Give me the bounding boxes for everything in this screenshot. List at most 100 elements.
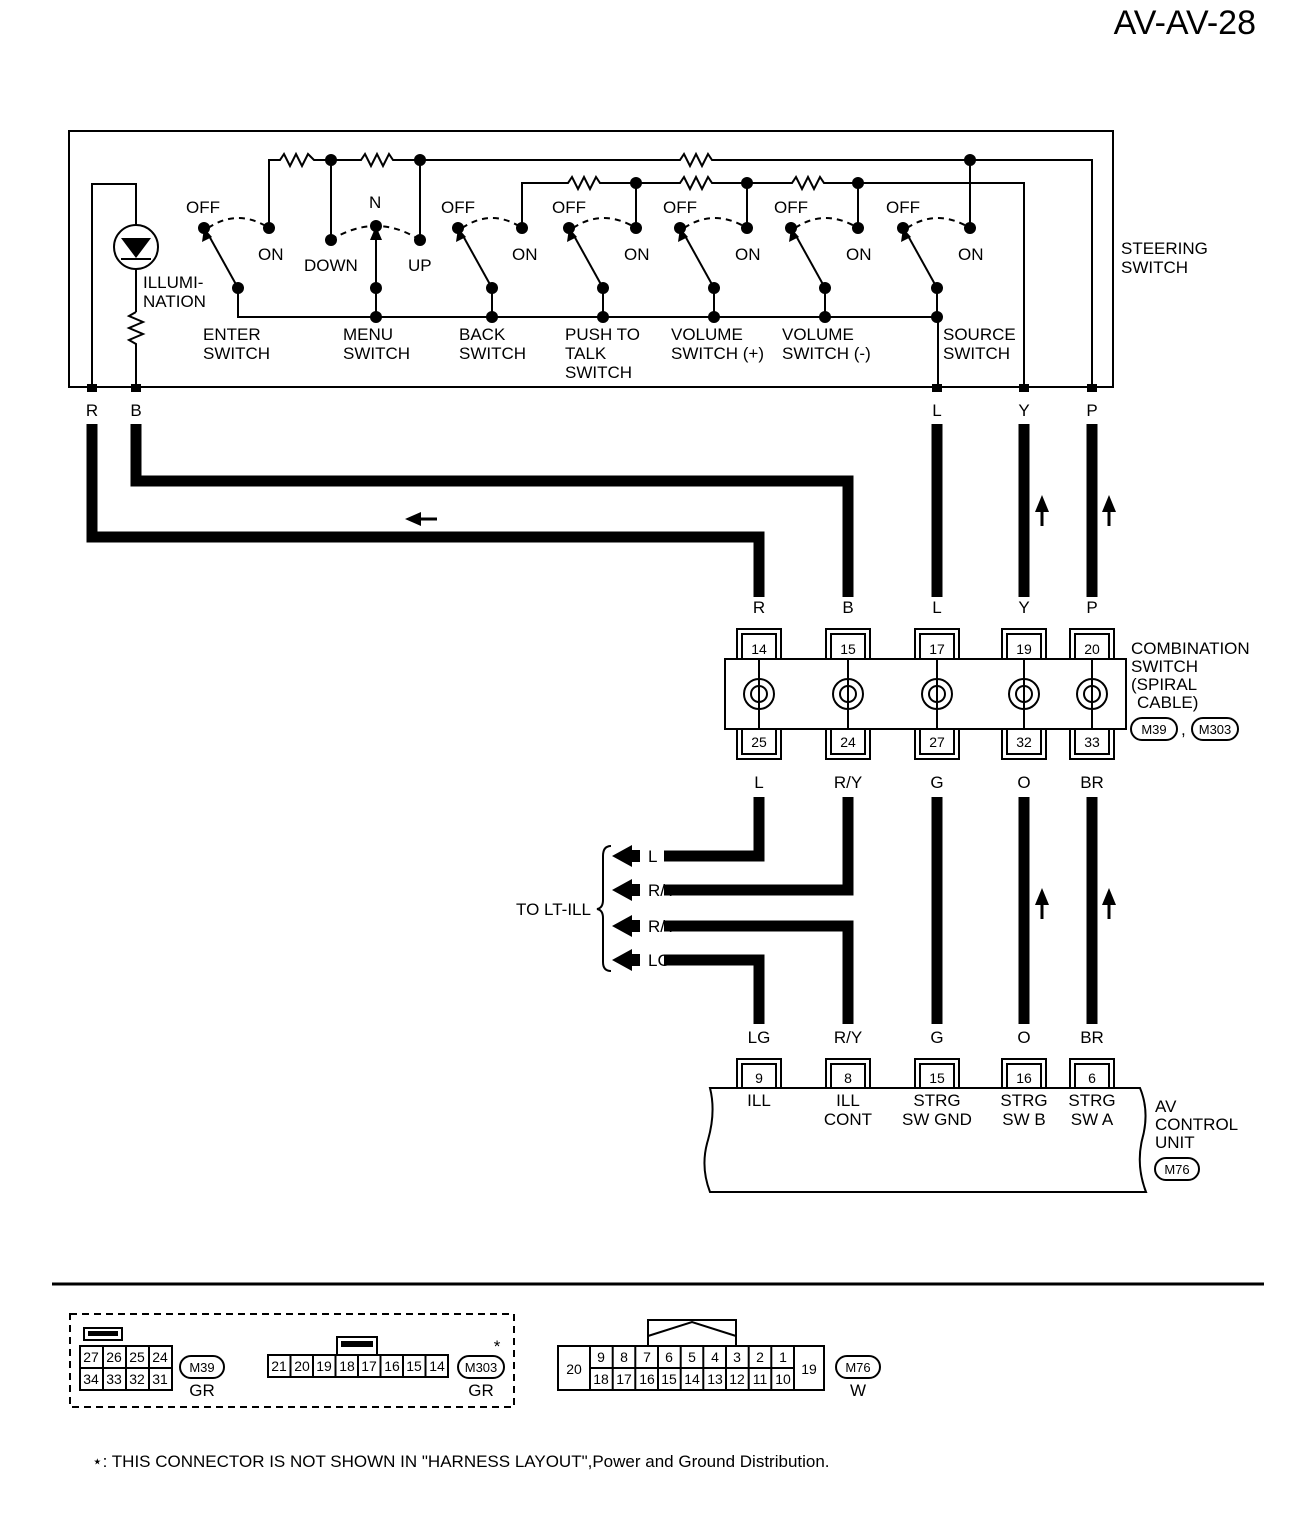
steering-switch-label-1: STEERING [1121,239,1208,258]
vol-down-on-label: ON [846,245,872,264]
lt-ill-arrow-icon [612,915,640,937]
ptt-switch-label-2: TALK [565,344,607,363]
menu-n-label: N [369,193,381,212]
m76-pin: 2 [756,1349,764,1365]
source-switch: OFF ON [886,198,984,323]
combo-pin-25: 25 [751,734,767,750]
enter-switch-label-1: ENTER [203,325,261,344]
back-off-label: OFF [441,198,475,217]
menu-switch-label-1: MENU [343,325,393,344]
switch-common-line [237,288,939,387]
combo-bottom-color-ry: R/Y [834,773,862,792]
m303-pin: 19 [316,1358,332,1374]
av-terminal-strg-gnd-2: SW GND [902,1110,972,1129]
dashed-connector-box [69,1313,515,1408]
m39-pin: 33 [106,1371,122,1387]
lt-ill-wire-l: L [648,847,657,866]
steering-switch-box [68,130,1114,388]
combo-pin-15: 15 [840,641,856,657]
menu-up-label: UP [408,256,432,275]
combo-pin-19: 19 [1016,641,1032,657]
combo-pin-27: 27 [929,734,945,750]
source-off-label: OFF [886,198,920,217]
m76-pin-left: 20 [566,1361,582,1377]
m39-pin: 27 [83,1349,99,1365]
lt-ill-arrow-icon [612,879,640,901]
volume-down-switch: OFF ON [774,198,872,323]
vol-down-switch-label-1: VOLUME [782,325,854,344]
m303-color: GR [468,1381,494,1400]
lt-ill-wire-ry-1: R/Y [648,881,676,900]
m39-pin: 24 [152,1349,168,1365]
combo-switch-body [724,658,1127,730]
ptt-switch-label-3: SWITCH [565,363,632,382]
illumination-resistor-icon [126,311,146,387]
enter-switch: OFF ON [186,198,284,294]
av-control-unit: LG R/Y G O BR 9 8 15 16 6 ILL ILL CONT S… [703,1028,1238,1193]
m76-pin: 14 [684,1371,700,1387]
connector-tag-m303: M303 [1191,717,1239,741]
combo-bottom-color-g: G [930,773,943,792]
ptt-on-label: ON [624,245,650,264]
m39-pin: 25 [129,1349,145,1365]
back-switch-label-2: SWITCH [459,344,526,363]
av-control-unit-body [703,1087,1148,1193]
ptt-off-label: OFF [552,198,586,217]
m76-pin: 12 [729,1371,745,1387]
steering-switch: STEERING SWITCH ILLUMI- NATION [68,130,1208,392]
menu-down-label: DOWN [304,256,358,275]
combo-top-color-r: R [753,598,765,617]
combo-top-color-b: B [842,598,853,617]
m76-name: M76 [845,1360,870,1375]
m39-connector-face: 27 26 25 24 34 33 32 31 M39 GR [79,1327,225,1400]
source-switch-label-2: SWITCH [943,344,1010,363]
combo-label-1: COMBINATION [1131,639,1250,658]
av-label-1: AV [1155,1097,1177,1116]
back-switch-label-1: BACK [459,325,506,344]
wire-label-r: R [86,401,98,420]
wire-label-l: L [932,401,941,420]
wire-label-p: P [1086,401,1097,420]
combo-pin-32: 32 [1016,734,1032,750]
menu-switch: N DOWN UP [304,193,432,323]
av-color-ry: R/Y [834,1028,862,1047]
m303-pin: 20 [294,1358,310,1374]
signal-arrow-up-icon [1035,888,1049,919]
lt-ill-label: TO LT-ILL [516,900,591,919]
m76-connector-face: 20 19 9 8 7 6 5 4 3 2 1 18 17 16 15 14 1… [557,1319,881,1400]
lt-ill-arrow-icon [612,845,640,867]
combo-pin-24: 24 [840,734,856,750]
m303-pin: 16 [384,1358,400,1374]
av-pin-8: 8 [844,1070,852,1086]
m76-pin: 6 [665,1349,673,1365]
illumination-led-icon [113,224,159,270]
m39-color: GR [189,1381,215,1400]
source-on-label: ON [958,245,984,264]
m303-connector-face: 21 20 19 18 17 16 15 14 M303 * GR [267,1336,505,1400]
av-terminal-strg-a-2: SW A [1071,1110,1114,1129]
av-color-lg: LG [748,1028,771,1047]
illumination-label-2: NATION [143,292,206,311]
m76-pin: 10 [775,1371,791,1387]
combo-top-pins [736,628,1115,660]
m39-pin: 26 [106,1349,122,1365]
m39-name: M39 [189,1360,214,1375]
av-color-br: BR [1080,1028,1104,1047]
connector-tag-m39: M39 [1130,717,1178,741]
av-color-g: G [930,1028,943,1047]
signal-arrow-up-icon [1035,495,1049,526]
av-connector-m76: M76 [1164,1162,1189,1177]
av-pins [736,1058,1115,1089]
m76-pin: 17 [616,1371,632,1387]
av-pin-15: 15 [929,1070,945,1086]
av-terminal-ill: ILL [747,1091,771,1110]
av-terminal-strg-a-1: STRG [1068,1091,1115,1110]
footnote: ⋆: THIS CONNECTOR IS NOT SHOWN IN "HARNE… [92,1452,830,1471]
m39-pin: 31 [152,1371,168,1387]
combo-top-color-p: P [1086,598,1097,617]
enter-on-label: ON [258,245,284,264]
combo-connector-m303: M303 [1199,722,1232,737]
lower-harness: L R/Y R/Y LG TO LT-ILL [516,797,1116,1024]
vol-up-on-label: ON [735,245,761,264]
